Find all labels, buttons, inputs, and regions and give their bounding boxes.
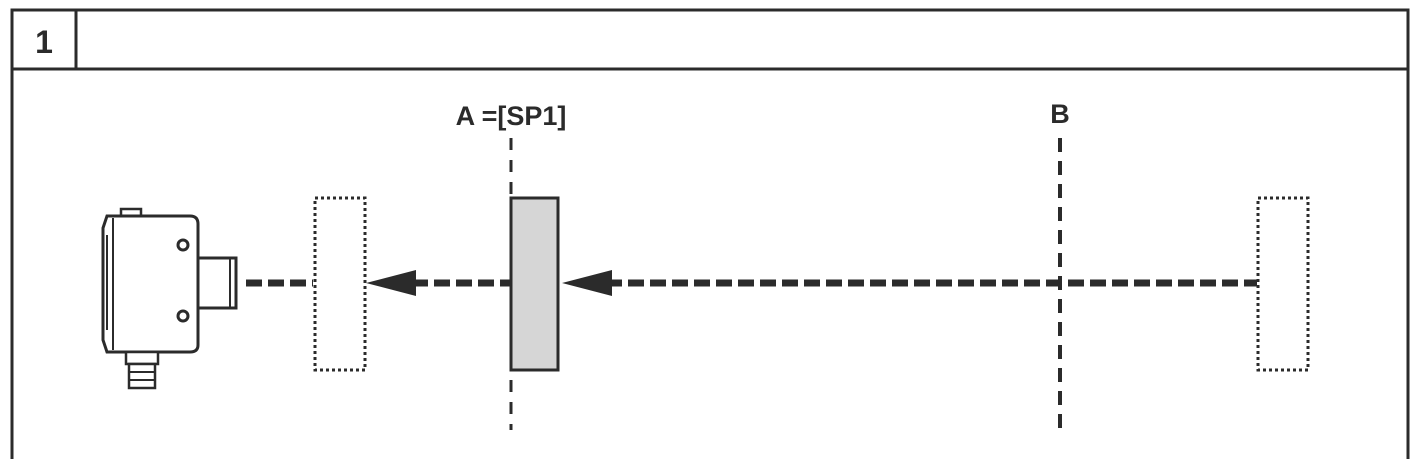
target-object-at-a xyxy=(509,196,560,372)
target-position-far xyxy=(1256,196,1310,372)
label-a-sp1: A =[SP1] xyxy=(456,101,567,131)
figure-frame xyxy=(10,8,1410,459)
target-position-near xyxy=(313,196,367,372)
arrow-left-icon xyxy=(562,270,612,296)
photoelectric-sensor-icon xyxy=(101,207,238,390)
step-number: 1 xyxy=(35,24,53,60)
label-b: B xyxy=(1050,99,1070,129)
arrow-left-icon xyxy=(366,270,416,296)
